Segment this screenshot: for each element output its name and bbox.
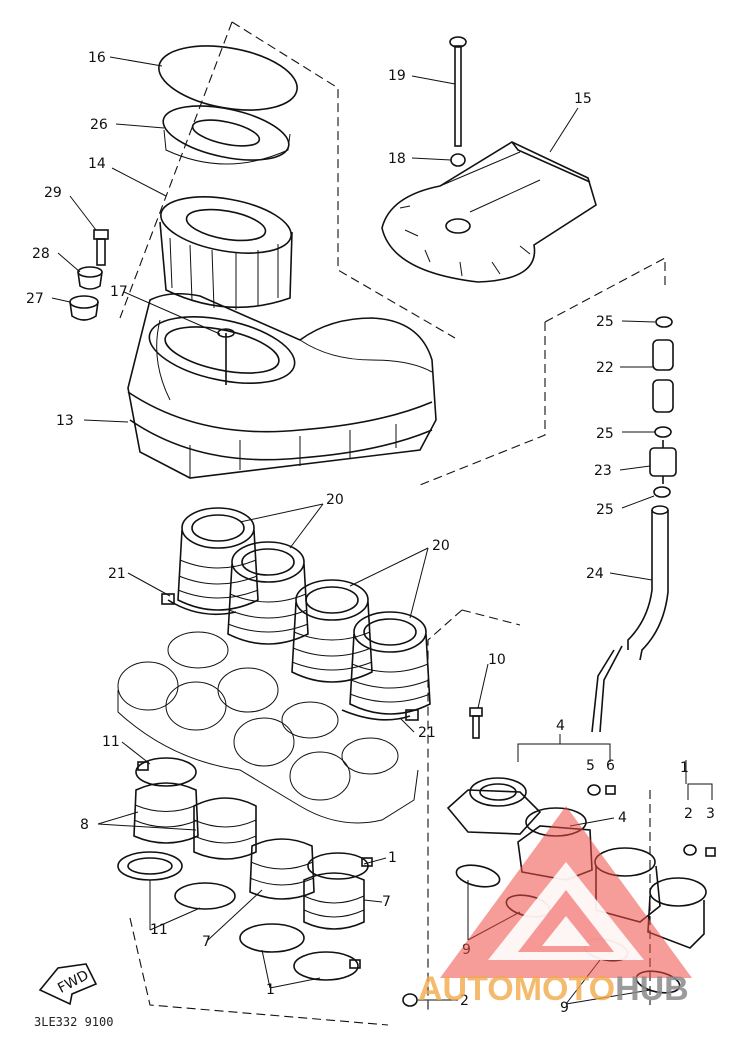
callout-25-mid: 25 [596, 426, 614, 442]
cover-15 [381, 141, 597, 283]
watermark-brand-part2: HUB [615, 970, 689, 1008]
gasket-16 [158, 45, 298, 111]
callout-4-mid: 4 [618, 810, 627, 826]
watermark-logo-icon [440, 806, 692, 978]
fwd-label: FWD [55, 967, 91, 996]
callout-7-right: 7 [382, 894, 391, 910]
air-filter-case-13 [127, 292, 437, 479]
callout-26: 26 [90, 117, 108, 133]
callout-24: 24 [586, 566, 604, 582]
callout-15: 15 [574, 91, 592, 107]
callout-18: 18 [388, 151, 406, 167]
callout-1-far-right: 1 [680, 760, 689, 776]
washer-2-bottom [402, 993, 418, 1007]
callout-8: 8 [80, 817, 89, 833]
callout-17: 17 [110, 284, 128, 300]
callout-11-upper: 11 [102, 734, 120, 750]
bolt-19 [449, 36, 467, 147]
seal-26 [162, 105, 291, 165]
washer-18 [450, 153, 466, 167]
washer-5-screw-6 [587, 784, 616, 796]
collar-28 [77, 266, 103, 290]
clamps-21 [161, 593, 419, 721]
washer-2-screw-3 [683, 844, 716, 857]
callout-13: 13 [56, 413, 74, 429]
drawing-code: 3LE332 9100 [34, 1015, 113, 1029]
element-14 [159, 196, 293, 310]
callout-19: 19 [388, 68, 406, 84]
callout-20-left: 20 [326, 492, 344, 508]
callout-21-left: 21 [108, 566, 126, 582]
clamps-11-lower [117, 851, 236, 910]
joints-7 [249, 838, 365, 930]
callout-25-top: 25 [596, 314, 614, 330]
callout-1-bottom: 1 [266, 982, 275, 998]
callout-28: 28 [32, 246, 50, 262]
carburetor-bank [117, 631, 419, 824]
callout-11-lower: 11 [150, 922, 168, 938]
callout-2-right: 2 [684, 806, 693, 822]
callout-10: 10 [488, 652, 506, 668]
svg-text:AUTOMOTOHUB: AUTOMOTOHUB [418, 970, 689, 1008]
hose-22 [652, 339, 674, 413]
callout-4-top: 4 [556, 718, 565, 734]
assembly-boundaries [119, 21, 666, 1026]
screw-10 [469, 707, 483, 739]
watermark: AUTOMOTOHUB [418, 806, 692, 1008]
callout-22: 22 [596, 360, 614, 376]
bolt-29 [93, 229, 109, 266]
callout-5: 5 [586, 758, 595, 774]
clip-25-low [653, 486, 671, 498]
breather-23 [649, 440, 677, 484]
clamp-11-upper [135, 757, 197, 787]
joints-20 [177, 507, 431, 715]
grommet-27 [69, 295, 99, 321]
callout-27: 27 [26, 291, 44, 307]
callout-3: 3 [706, 806, 715, 822]
leader-lines [51, 56, 713, 1005]
callout-1-right: 1 [388, 850, 397, 866]
joints-8 [133, 782, 257, 860]
callout-21-right: 21 [418, 725, 436, 741]
callout-23: 23 [594, 463, 612, 479]
bolt-17 [217, 328, 235, 385]
callout-7-left: 7 [202, 934, 211, 950]
callout-25-low: 25 [596, 502, 614, 518]
callout-16: 16 [88, 50, 106, 66]
callout-6: 6 [606, 758, 615, 774]
clamps-1 [239, 852, 373, 981]
forward-arrow: FWD [38, 963, 98, 1006]
intake-joint-4-left [446, 777, 542, 835]
callout-20-right: 20 [432, 538, 450, 554]
callout-2-bottom: 2 [460, 993, 469, 1009]
clip-25-top [655, 316, 673, 328]
clip-25-mid [654, 426, 672, 438]
callout-9-bottom: 9 [560, 1000, 569, 1016]
callout-14: 14 [88, 156, 106, 172]
hose-24 [591, 505, 669, 733]
watermark-brand-part1: AUTOMOTO [418, 970, 615, 1008]
callout-29: 29 [44, 185, 62, 201]
